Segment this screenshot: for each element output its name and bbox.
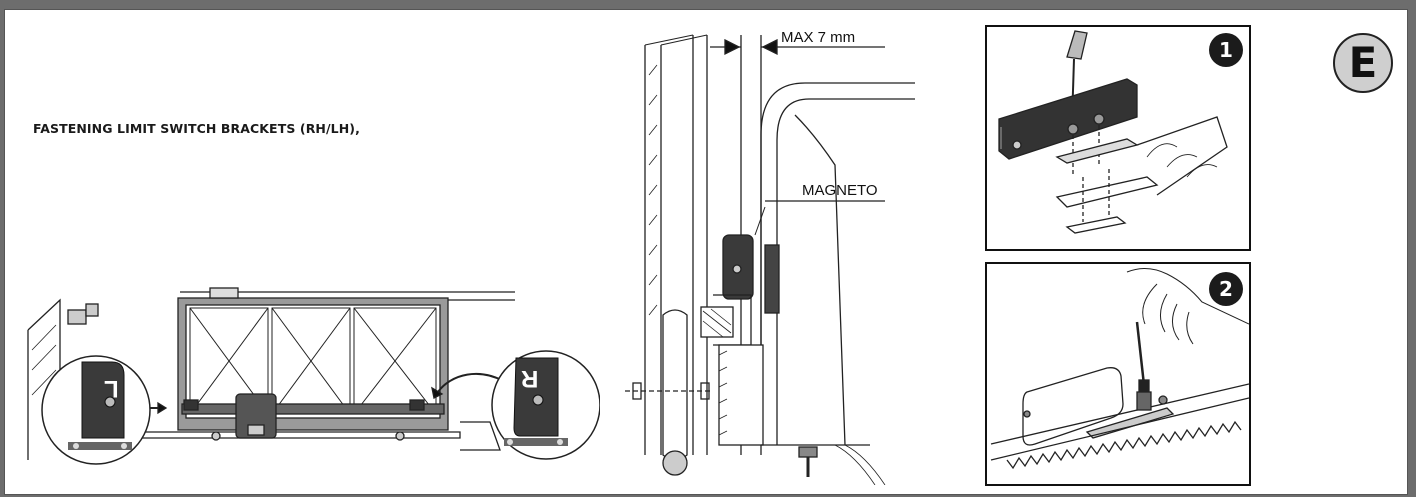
step-2-number: 2	[1209, 272, 1243, 306]
gate-overview-diagram	[27, 287, 600, 465]
step-1-panel: 1	[985, 25, 1251, 251]
left-bracket-detail	[41, 355, 151, 465]
section-view-diagram	[625, 34, 915, 485]
section-title: FASTENING LIMIT SWITCH BRACKETS (RH/LH),	[33, 121, 360, 136]
step-2-diagram	[990, 268, 1249, 470]
step-1-number: 1	[1209, 33, 1243, 67]
hex-key-icon	[1135, 321, 1150, 403]
max-gap-label: MAX 7 mm	[781, 29, 856, 46]
magneto-label: MAGNETO	[802, 182, 878, 199]
section-badge: E	[1333, 33, 1393, 93]
right-bracket-detail	[491, 350, 600, 460]
step-1-diagram	[998, 30, 1228, 234]
right-bracket-letter: R	[521, 365, 539, 392]
left-bracket-letter: L	[104, 375, 119, 402]
step-2-panel: 2	[985, 262, 1251, 486]
